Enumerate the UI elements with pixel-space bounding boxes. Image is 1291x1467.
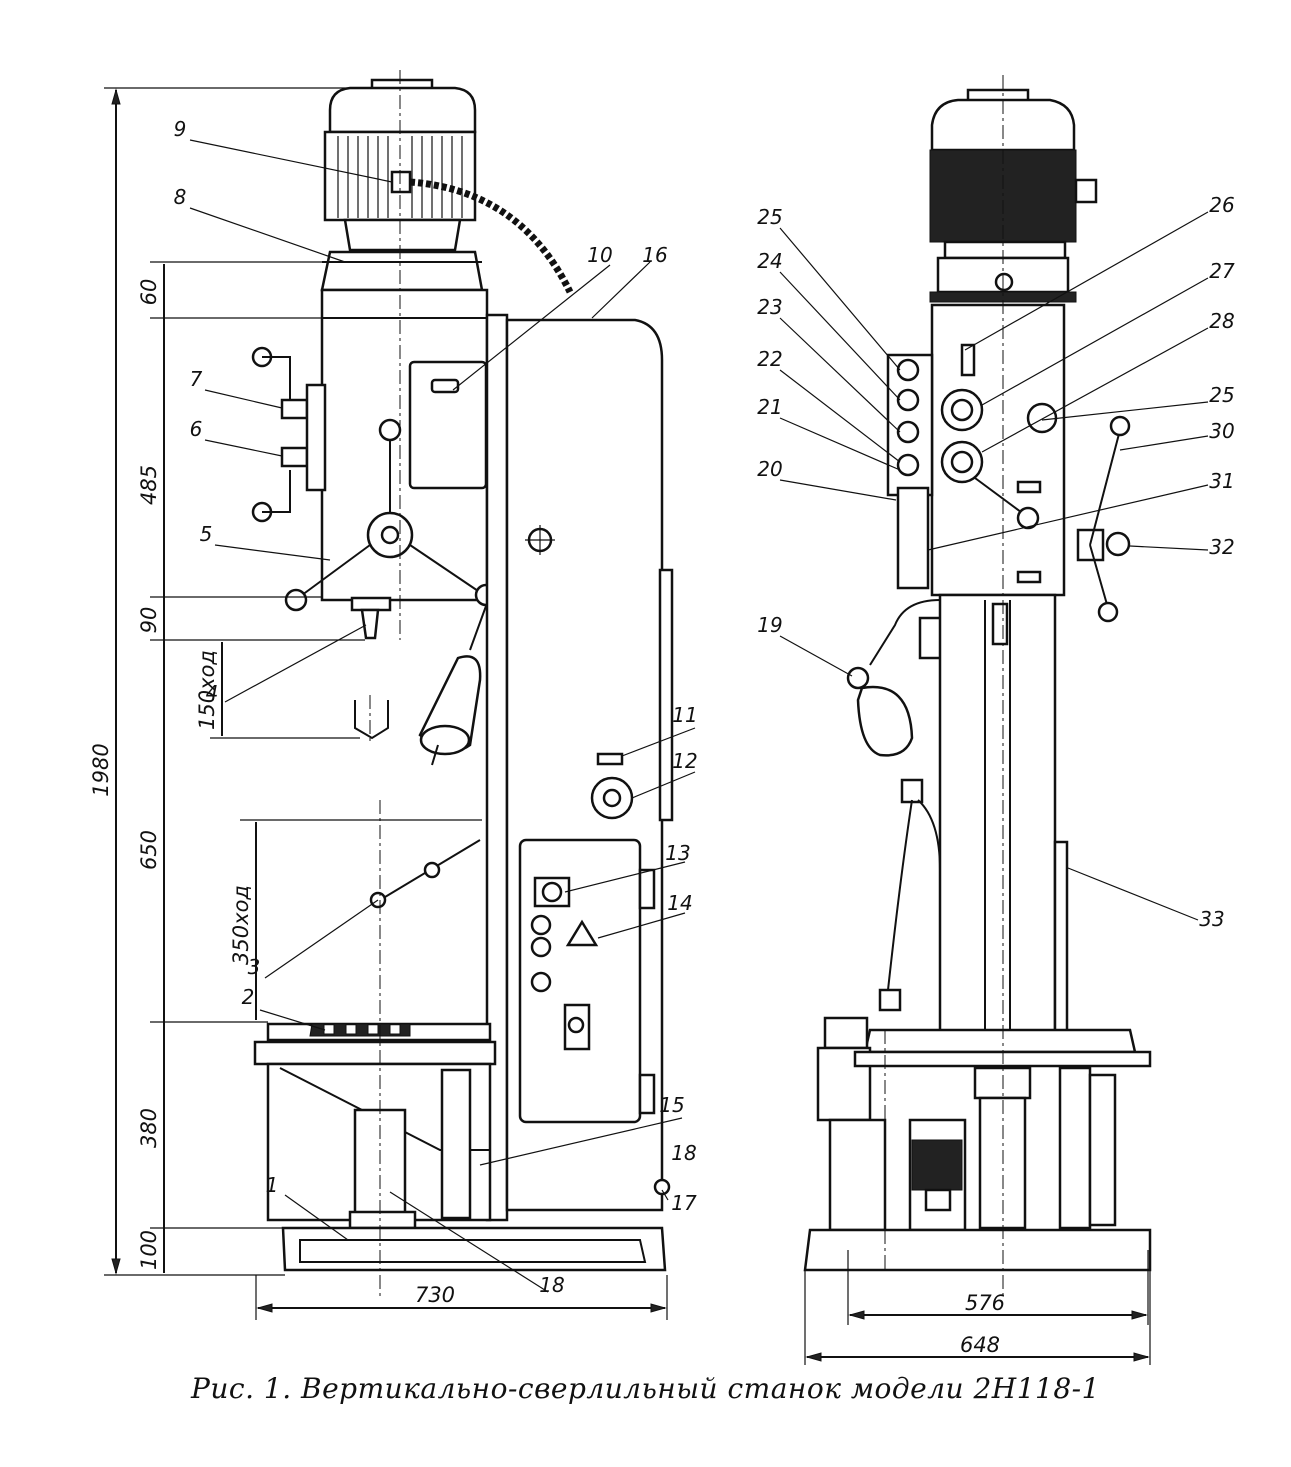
side-lamp: [846, 599, 944, 757]
callout-18-side: 18: [671, 1141, 696, 1165]
callout-17: 17: [671, 1191, 697, 1215]
callout-26: 26: [1209, 193, 1234, 217]
callout-4: 4: [206, 681, 219, 705]
callout-15: 15: [659, 1093, 684, 1117]
callout-19: 19: [757, 613, 782, 637]
figure-caption: Рис. 1. Вертикально-сверлильный станок м…: [191, 1372, 1100, 1405]
callout-5: 5: [200, 522, 213, 546]
front-column: [485, 313, 674, 1222]
callout-30: 30: [1209, 419, 1234, 443]
side-coolant: [878, 778, 941, 1012]
dim-90: 90: [137, 607, 161, 634]
dim-350-stroke: 350ход: [229, 885, 253, 965]
front-view: [251, 70, 674, 1300]
side-leaders: [779, 211, 1209, 921]
callout-10: 10: [587, 243, 612, 267]
callout-31: 31: [1209, 469, 1234, 493]
side-head: [886, 303, 1131, 623]
side-column: [938, 593, 1069, 1044]
dim-380: 380: [137, 1108, 161, 1148]
callout-7: 7: [190, 367, 203, 391]
side-view: [803, 75, 1152, 1300]
front-head: [251, 288, 498, 640]
callout-33: 33: [1199, 907, 1224, 931]
callout-24: 24: [757, 249, 782, 273]
front-cable: [409, 178, 574, 294]
side-motor: [929, 88, 1098, 303]
callout-1: 1: [266, 1173, 279, 1197]
side-dimension-labels: 576 648: [960, 1291, 1005, 1357]
front-callouts: 9 8 7 6 5 4 3 2 1 18 10 16 11 12 13 14 1…: [174, 117, 698, 1297]
callout-9: 9: [174, 117, 187, 141]
callout-2: 2: [242, 985, 255, 1009]
callout-14: 14: [667, 891, 692, 915]
front-table: [266, 839, 492, 1042]
front-leaders: [189, 139, 696, 1293]
callout-20: 20: [757, 457, 782, 481]
dim-60: 60: [137, 279, 161, 306]
front-dimensions: [104, 87, 668, 1320]
callout-8: 8: [174, 185, 187, 209]
front-base: [253, 1040, 667, 1272]
front-dimension-labels: 1980 60 485 90 150ход 650 350ход 380 100…: [89, 279, 455, 1307]
dim-100: 100: [137, 1230, 161, 1270]
callout-18-bottom: 18: [539, 1273, 564, 1297]
callout-25-right: 25: [1209, 383, 1234, 407]
side-dimensions: [804, 1250, 1151, 1365]
callout-25-left: 25: [757, 205, 782, 229]
callout-27: 27: [1209, 259, 1235, 283]
dim-730: 730: [415, 1283, 455, 1307]
side-table: [803, 1016, 1152, 1272]
callout-12: 12: [672, 749, 697, 773]
dim-overall-height: 1980: [89, 743, 113, 796]
callout-13: 13: [665, 841, 690, 865]
side-callouts: 25 24 23 22 21 20 19 26 27 28 25 30 31 3…: [757, 193, 1235, 931]
callout-3: 3: [248, 955, 261, 979]
front-lamp: [418, 605, 487, 766]
dim-576: 576: [965, 1291, 1005, 1315]
dim-150-stroke: 150ход: [195, 650, 219, 730]
callout-16: 16: [642, 243, 667, 267]
callout-11: 11: [672, 703, 697, 727]
dim-650: 650: [137, 830, 161, 870]
dim-648: 648: [960, 1333, 1000, 1357]
callout-6: 6: [190, 417, 203, 441]
front-motor: [320, 78, 484, 292]
callout-28: 28: [1209, 309, 1234, 333]
callout-22: 22: [757, 347, 782, 371]
callout-23: 23: [757, 295, 782, 319]
callout-21: 21: [757, 395, 782, 419]
callout-32: 32: [1209, 535, 1234, 559]
dim-485: 485: [137, 465, 161, 505]
